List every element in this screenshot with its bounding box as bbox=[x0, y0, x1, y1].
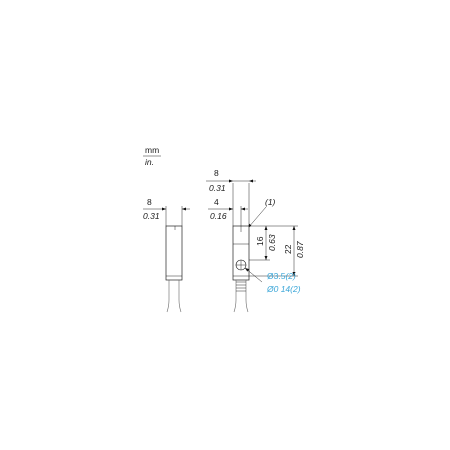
right-sensor-body bbox=[232, 225, 250, 281]
height-arrow-top bbox=[264, 226, 268, 230]
hole-leader-arrow bbox=[245, 268, 250, 272]
height-mm: 16 bbox=[255, 236, 265, 246]
total-arrow-top bbox=[292, 226, 296, 230]
left-arrow-right bbox=[182, 207, 186, 211]
left-cable-edge-1 bbox=[166, 280, 170, 313]
right-cable-edge-1 bbox=[233, 280, 237, 313]
hole-diameter-in: Ø0 14(2) bbox=[266, 284, 301, 294]
note-leader-line bbox=[247, 206, 267, 229]
left-cable-edge-2 bbox=[178, 280, 182, 313]
right-width-arrow-right bbox=[249, 179, 253, 183]
left-sensor-body bbox=[165, 225, 183, 281]
right-offset-arrow-right bbox=[241, 207, 245, 211]
unit-in: in. bbox=[145, 157, 154, 167]
right-view: 8 0.31 4 0.16 (1) bbox=[206, 168, 305, 313]
total-arrow-bottom bbox=[292, 272, 296, 276]
right-width-mm: 8 bbox=[214, 168, 219, 178]
height-arrow-bottom bbox=[264, 256, 268, 260]
total-in: 0.87 bbox=[295, 241, 305, 258]
right-offset-arrow-left bbox=[229, 207, 233, 211]
right-width-in: 0.31 bbox=[209, 183, 226, 193]
right-offset-mm: 4 bbox=[214, 197, 219, 207]
left-width-in: 0.31 bbox=[143, 211, 160, 221]
unit-mm: mm bbox=[145, 145, 159, 155]
left-view: 8 0.31 bbox=[143, 197, 190, 313]
note-ref-1: (1) bbox=[265, 197, 276, 207]
units-legend: mm in. bbox=[143, 145, 161, 167]
height-in: 0.63 bbox=[267, 234, 277, 251]
total-mm: 22 bbox=[283, 244, 293, 254]
left-arrow-left bbox=[162, 207, 166, 211]
cable-ribbing bbox=[236, 281, 246, 292]
right-cable-edge-2 bbox=[245, 280, 249, 313]
right-width-arrow-left bbox=[229, 179, 233, 183]
hole-diameter-mm: Ø3.5(2) bbox=[267, 271, 296, 281]
right-offset-in: 0.16 bbox=[210, 211, 227, 221]
left-width-mm: 8 bbox=[147, 197, 152, 207]
